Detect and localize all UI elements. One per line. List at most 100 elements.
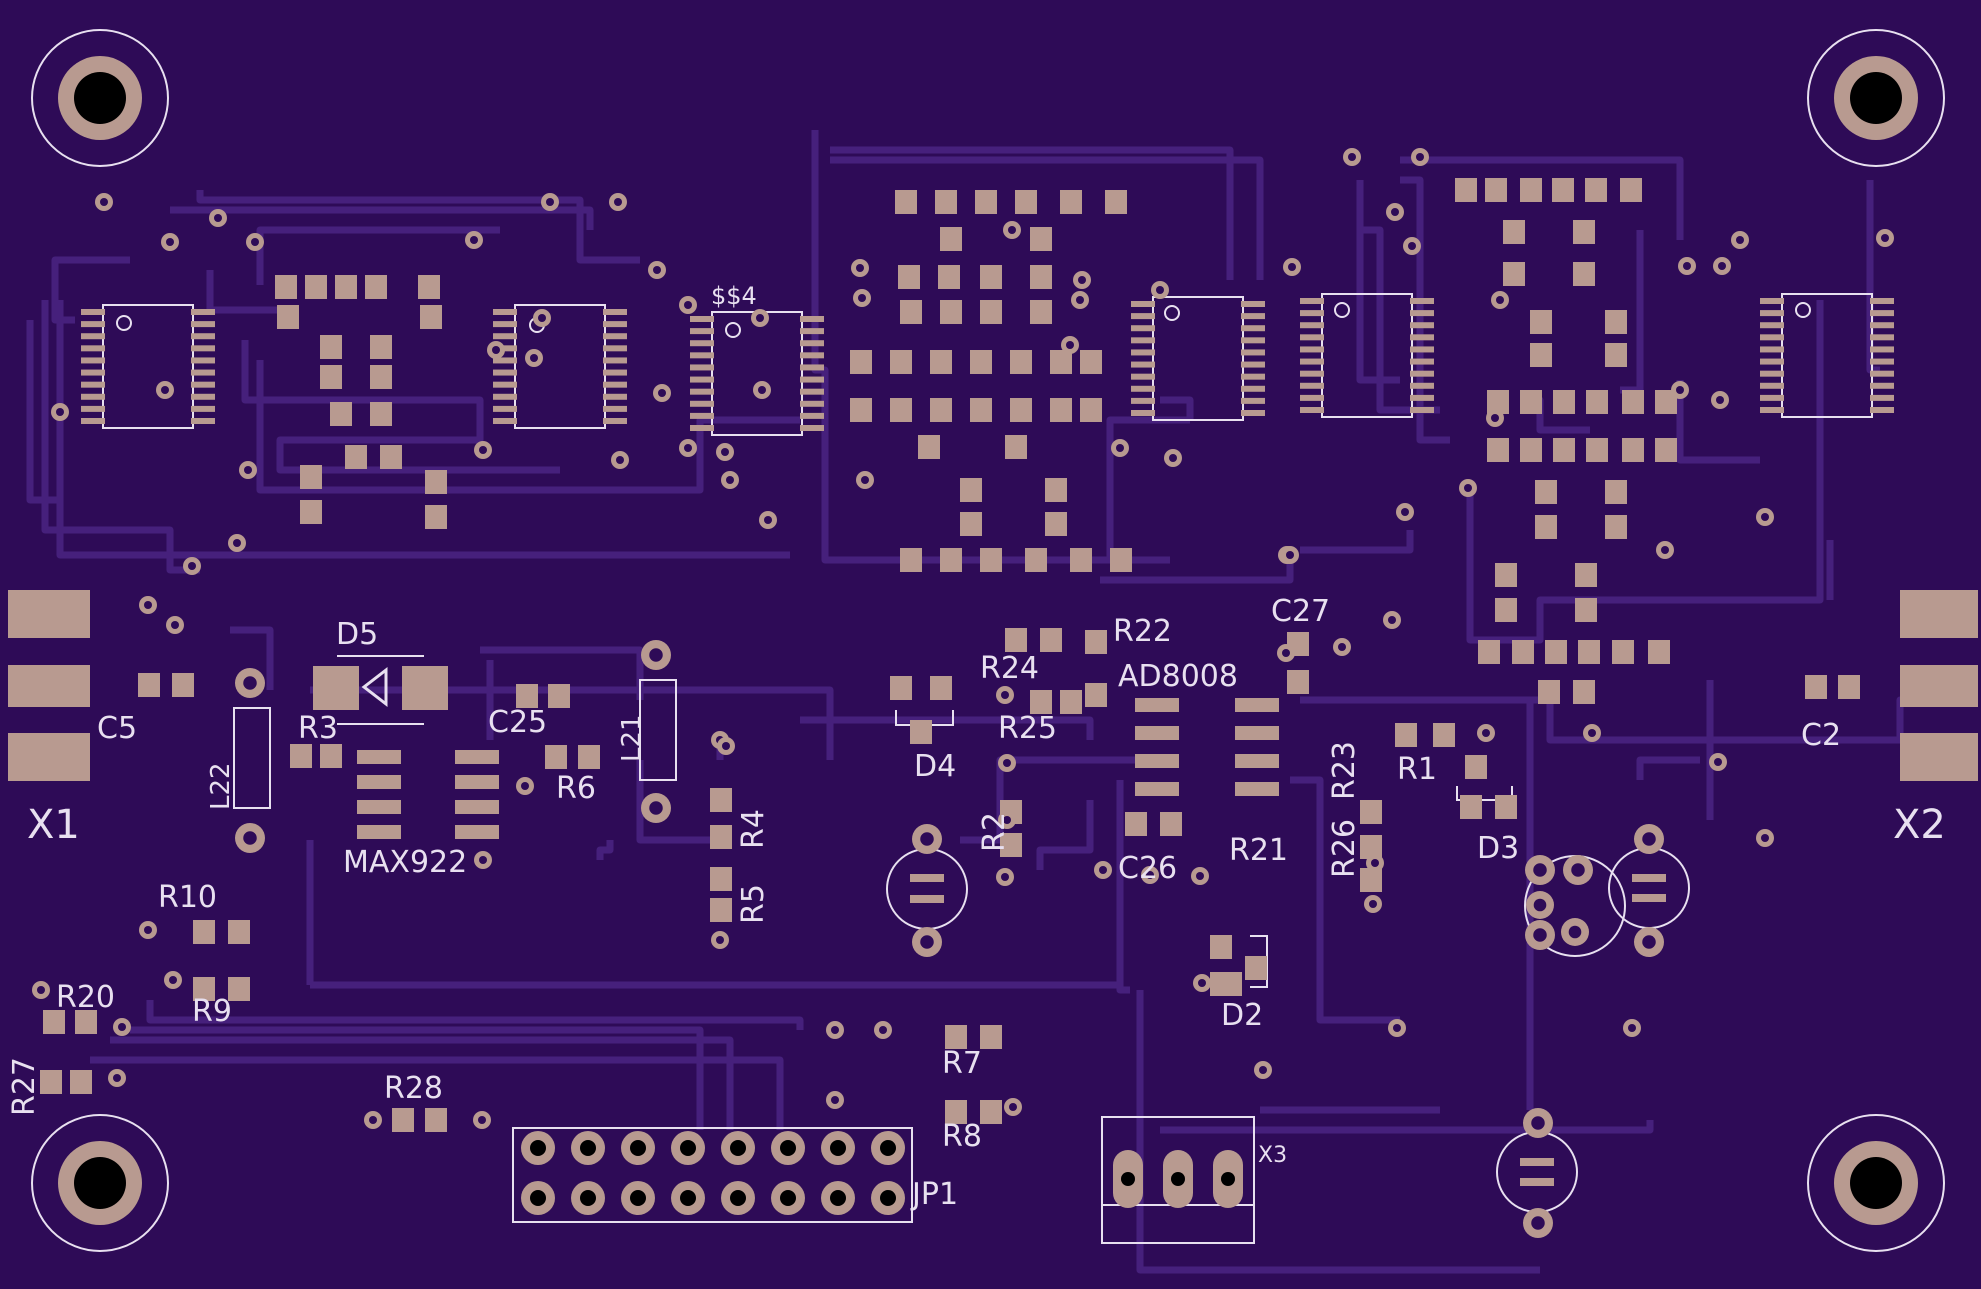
smd-pad — [1045, 478, 1067, 502]
ic-pin — [1300, 334, 1324, 341]
via-hole — [1288, 263, 1296, 271]
smd-pad — [578, 745, 600, 769]
via-hole — [144, 601, 152, 609]
via-hole — [118, 1023, 126, 1031]
max922-pin — [357, 775, 401, 789]
ic-pin — [1241, 301, 1265, 307]
via-hole — [1628, 1024, 1636, 1032]
x1-pad-mid — [8, 665, 90, 707]
jp1-pin-hole — [780, 1140, 796, 1156]
smd-pad — [890, 350, 912, 374]
label-r8: R8 — [942, 1119, 982, 1154]
smd-pad — [1010, 398, 1032, 422]
ad8008-pin — [1235, 726, 1279, 740]
through-hole — [243, 831, 257, 845]
smd-pad — [1005, 435, 1027, 459]
label-l21: L21 — [617, 714, 647, 762]
ic-pin — [1131, 337, 1155, 344]
smd-pad — [1530, 343, 1552, 367]
ic-pin — [1131, 397, 1155, 404]
ad8008-pin — [1235, 698, 1279, 712]
diode-d5-pad-a — [313, 666, 359, 710]
smd-pad — [980, 548, 1002, 572]
ic-pin — [493, 321, 517, 328]
smd-pad — [1485, 178, 1507, 202]
ic-pin — [1760, 394, 1784, 401]
label-r6: R6 — [556, 771, 596, 806]
ic-pin — [493, 393, 517, 400]
smd-pad — [320, 365, 342, 389]
label-d4: D4 — [914, 749, 956, 784]
via-hole — [858, 294, 866, 302]
via-hole — [166, 238, 174, 246]
ic-pin — [1870, 358, 1894, 365]
via-hole — [1169, 454, 1177, 462]
smd-pad — [392, 1108, 414, 1132]
via-hole — [244, 466, 252, 474]
via-hole — [1661, 546, 1669, 554]
ic-pin — [800, 316, 824, 322]
smd-pad — [1030, 227, 1052, 251]
smd-pad — [425, 505, 447, 529]
through-hole — [1531, 1216, 1545, 1230]
label-r21: R21 — [1229, 833, 1288, 868]
smd-pad — [1535, 480, 1557, 504]
diode-d5-symbol — [361, 666, 388, 708]
copper-pads — [32, 148, 1894, 1238]
smd-pad — [970, 398, 992, 422]
label-d2: D2 — [1221, 998, 1263, 1033]
via-hole — [1391, 208, 1399, 216]
via-hole — [879, 1026, 887, 1034]
ic-pin — [1760, 407, 1784, 413]
via-hole — [831, 1026, 839, 1034]
via-hole — [1496, 296, 1504, 304]
smd-pad — [850, 350, 872, 374]
diode-d5-pad-k — [402, 666, 448, 710]
smd-pad — [940, 227, 962, 251]
label-c25: C25 — [488, 705, 547, 740]
smd-pad — [960, 512, 982, 536]
smd-pad — [1085, 683, 1107, 707]
via-hole — [169, 976, 177, 984]
smd-pad — [1080, 398, 1102, 422]
smd-pad — [40, 1070, 62, 1094]
smd-pad — [980, 265, 1002, 289]
ic-pin — [81, 357, 105, 364]
silkscreen-labels: X1 X2 X3 C5 C2 C25 C26 C27 D2 D3 D4 D5 R… — [7, 282, 1946, 1212]
via-hole — [1761, 834, 1769, 842]
ad8008-pin — [1135, 726, 1179, 740]
ic-pin — [493, 309, 517, 315]
ic-pin — [800, 352, 824, 359]
via-hole — [521, 782, 529, 790]
through-hole — [1642, 832, 1656, 846]
label-c5: C5 — [97, 711, 137, 746]
jp1-pin-hole — [630, 1190, 646, 1206]
ic-pin — [800, 340, 824, 347]
ic-pin — [603, 345, 627, 352]
smd-pad — [918, 435, 940, 459]
via-hole — [831, 1096, 839, 1104]
ic-pin — [690, 328, 714, 335]
ic-pin — [81, 369, 105, 376]
via-hole — [1736, 236, 1744, 244]
via-hole — [113, 1074, 121, 1082]
smd-pad — [1805, 675, 1827, 699]
smd-pad — [320, 335, 342, 359]
via-hole — [764, 516, 772, 524]
smd-pad — [930, 676, 952, 700]
label-x2: X2 — [1893, 802, 1946, 848]
smd-pad — [516, 684, 538, 708]
smd-pad — [935, 190, 957, 214]
through-hole — [649, 801, 663, 815]
ic-pin — [603, 418, 627, 424]
ic-pin — [1760, 358, 1784, 365]
ic-pin — [493, 357, 517, 364]
ad8008-pin — [1235, 754, 1279, 768]
smd-pad — [1585, 178, 1607, 202]
smd-pad — [1395, 723, 1417, 747]
ic-pin — [1241, 410, 1265, 416]
label-r4: R4 — [736, 809, 771, 849]
via-hole — [1146, 871, 1154, 879]
ic-pin — [191, 393, 215, 400]
ic-pin — [1300, 370, 1324, 377]
